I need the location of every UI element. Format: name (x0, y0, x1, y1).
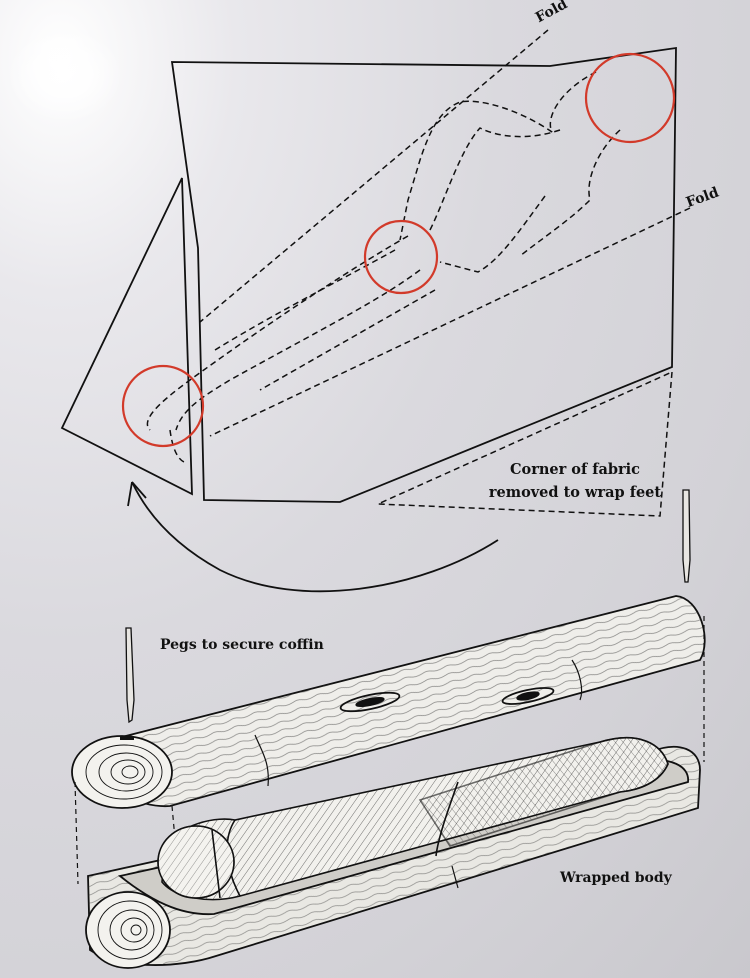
base-end-rings (85, 891, 171, 969)
curved-arrow (127, 481, 499, 593)
light-glare (10, 30, 120, 120)
coffin-lid (71, 595, 706, 809)
fabric-sheet (60, 46, 677, 503)
wrapped-body (157, 737, 669, 901)
corner-label: Corner of fabric removed to wrap feet (480, 458, 670, 504)
sheet-outline (170, 46, 677, 503)
dashed-body-outline (146, 29, 691, 517)
peg-left (125, 627, 135, 724)
pegs-label: Pegs to secure coffin (160, 637, 324, 653)
highlight-circle-middle (363, 219, 439, 295)
folded-flap (60, 177, 193, 496)
peg-right (682, 489, 691, 583)
highlight-circle-head (584, 52, 676, 144)
fold-line-top (199, 29, 549, 323)
highlight-circle-feet (121, 364, 205, 448)
corner-label-line2: removed to wrap feet (488, 484, 662, 501)
removed-corner (377, 370, 673, 517)
highlight-circles (121, 52, 676, 448)
fold-line-right (209, 207, 691, 437)
corner-label-line1: Corner of fabric (509, 461, 640, 478)
wrapped-body-label: Wrapped body (560, 870, 672, 886)
